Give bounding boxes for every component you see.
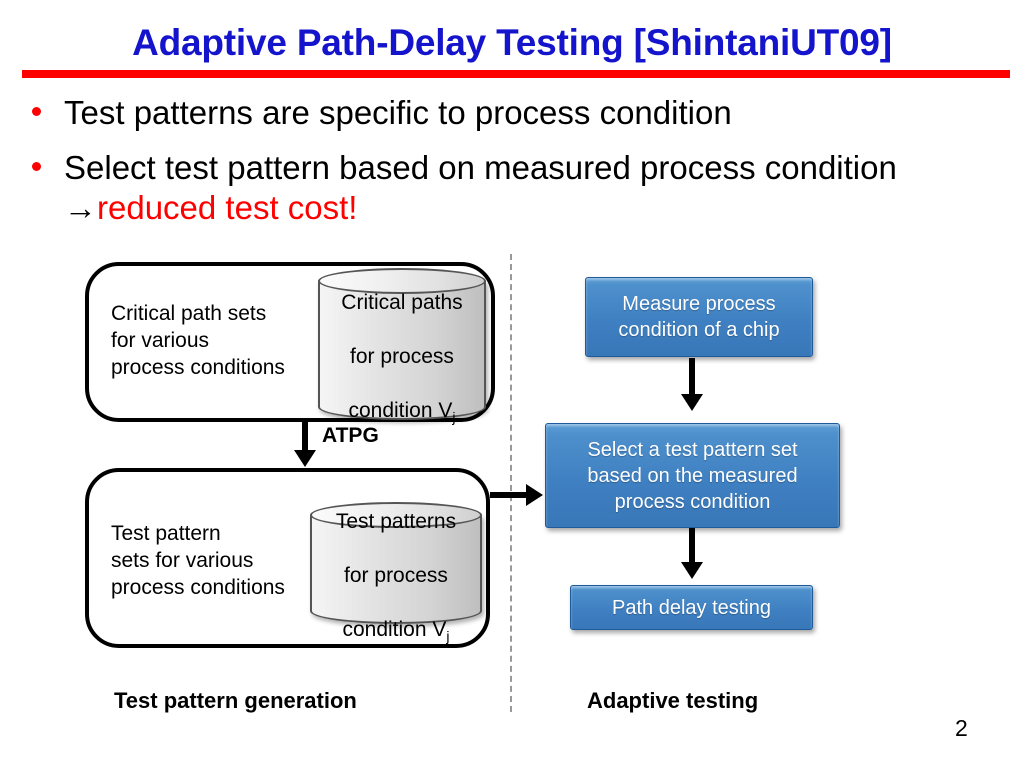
page-number: 2 xyxy=(955,715,968,741)
step-path-delay-testing[interactable]: Path delay testing xyxy=(570,585,813,630)
db-line-1: Critical paths xyxy=(341,291,463,314)
panel-divider xyxy=(510,254,512,712)
bullet-item-2-accent: reduced test cost! xyxy=(97,189,358,226)
arrow-shaft xyxy=(490,492,526,498)
cylinder-top-ellipse xyxy=(318,268,486,294)
critical-path-sets-label: Critical path sets for various process c… xyxy=(111,302,285,379)
step-select-test-pattern-set[interactable]: Select a test pattern set based on the m… xyxy=(545,423,840,528)
db-line-3: condition V xyxy=(348,399,453,422)
bullet-item-2: Select test pattern based on measured pr… xyxy=(24,148,984,228)
test-patterns-database-cylinder: Test patterns for process condition Vj xyxy=(310,502,482,644)
bullet-item-1: Test patterns are specific to process co… xyxy=(24,93,984,133)
critical-paths-database-cylinder: Critical paths for process condition Vj xyxy=(318,268,486,425)
atpg-label: ATPG xyxy=(322,424,379,447)
arrow-shaft xyxy=(689,528,695,562)
page-title: Adaptive Path-Delay Testing [ShintaniUT0… xyxy=(132,22,892,63)
caption-test-pattern-generation: Test pattern generation xyxy=(114,688,357,713)
cylinder-top-ellipse xyxy=(310,502,482,528)
db-line-1: Test patterns xyxy=(335,510,457,533)
db-line-2: for process xyxy=(350,345,454,368)
arrow-head xyxy=(681,394,703,411)
title-underline-rule xyxy=(22,70,1010,78)
arrow-head xyxy=(526,484,543,506)
right-arrow-glyph: → xyxy=(64,189,97,226)
caption-adaptive-testing: Adaptive testing xyxy=(587,688,759,713)
critical-paths-database-label: Critical paths for process condition Vj xyxy=(318,268,486,425)
bullet-dot-icon xyxy=(32,107,41,116)
step-measure-process-condition[interactable]: Measure process condition of a chip xyxy=(585,277,813,357)
test-patterns-database-label: Test patterns for process condition Vj xyxy=(310,502,482,644)
bullet-item-2-text-plain: Select test pattern based on measured pr… xyxy=(64,149,897,186)
db-subscript: j xyxy=(446,628,450,644)
bullet-dot-icon xyxy=(32,162,41,171)
arrow-shaft xyxy=(689,358,695,394)
test-pattern-sets-label: Test pattern sets for various process co… xyxy=(111,522,285,599)
bullet-item-1-text: Test patterns are specific to process co… xyxy=(64,94,732,131)
db-line-2: for process xyxy=(344,564,448,587)
bullet-item-2-text: Select test pattern based on measured pr… xyxy=(64,148,984,228)
cylinder-body xyxy=(310,515,482,624)
arrow-head xyxy=(681,562,703,579)
arrow-head xyxy=(294,450,316,467)
db-line-3: condition V xyxy=(342,618,447,641)
db-subscript: j xyxy=(452,409,456,425)
arrow-shaft xyxy=(302,420,308,450)
cylinder-body xyxy=(318,281,486,420)
